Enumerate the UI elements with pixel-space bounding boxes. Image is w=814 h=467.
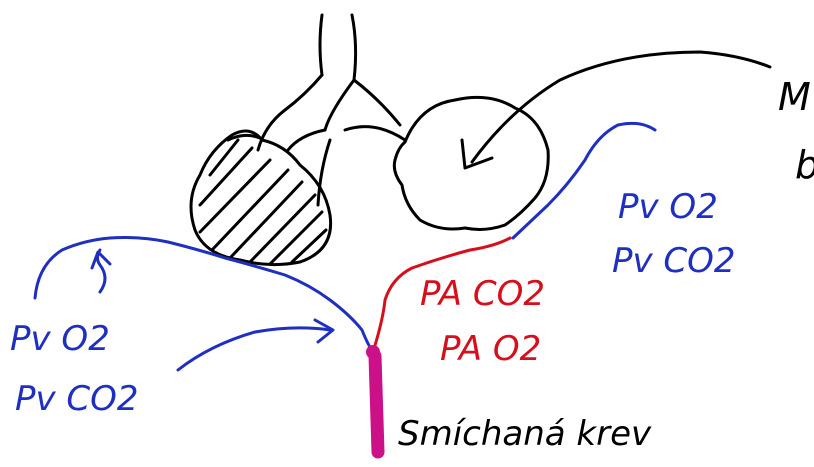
right-bronchus-inner-2 [345, 127, 405, 140]
hatch [200, 160, 270, 232]
trachea-right-wall [352, 15, 356, 80]
long-arrow-head [315, 320, 333, 342]
label-venous-right-o2: Pv O2 [618, 187, 718, 227]
trachea-left-wall [320, 15, 322, 75]
alveolar-outline [394, 97, 548, 229]
label-venous-right-co2: Pv CO2 [612, 241, 736, 281]
venous-curves [35, 123, 655, 370]
label-right-cut-2: b [795, 143, 814, 187]
mixed-blood-node [366, 345, 380, 359]
long-arrow-shaft [178, 328, 330, 370]
right-bronchus [354, 80, 400, 125]
arrow-shaft [472, 52, 770, 162]
label-venous-left-co2: Pv CO2 [15, 379, 139, 419]
hatched-lung-lobe [191, 131, 331, 265]
left-bronchus-inner [288, 130, 325, 150]
label-top-right-cut: M [778, 75, 811, 119]
label-alveolar-co2: PA CO2 [420, 274, 545, 314]
label-alveolar-o2: PA O2 [440, 329, 541, 369]
label-mixed-blood: Smíchaná krev [398, 414, 652, 454]
left-bronchus-outer [258, 75, 322, 150]
label-venous-left-o2: Pv O2 [10, 319, 110, 359]
bronchus-crotch [325, 80, 354, 130]
mixed-blood-vessel [375, 356, 378, 452]
